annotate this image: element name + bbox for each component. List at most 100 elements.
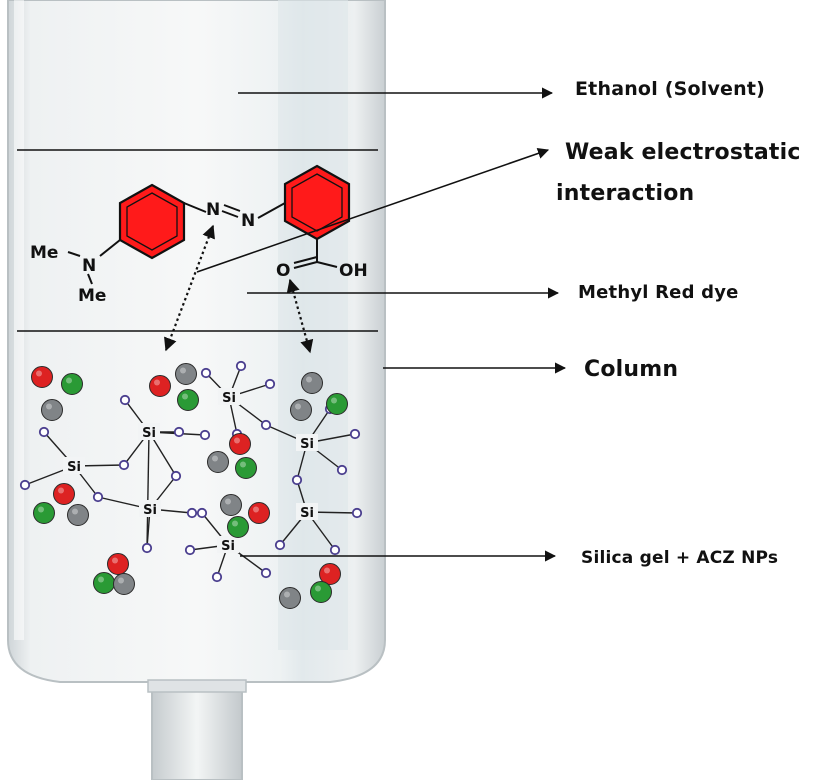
oxygen-atom xyxy=(170,470,182,482)
me-bottom-label: Me xyxy=(78,286,106,306)
methyl-red-label: Methyl Red dye xyxy=(578,282,739,303)
green-nanoparticle xyxy=(235,457,257,479)
oxygen-atom xyxy=(349,428,361,440)
red-nanoparticle xyxy=(248,502,270,524)
oxygen-atom xyxy=(173,426,185,438)
azo-n1-label: N xyxy=(206,200,220,220)
bond-amine-me-bottom xyxy=(87,273,93,285)
red-nanoparticle xyxy=(149,375,171,397)
bond-azo-ring xyxy=(257,202,286,219)
oxygen-atom xyxy=(19,479,31,491)
oxygen-atom xyxy=(274,539,286,551)
si-label-backdrop xyxy=(217,536,239,553)
oxygen-atom xyxy=(351,507,363,519)
red-nanoparticle xyxy=(107,553,129,575)
oxygen-atom xyxy=(200,367,212,379)
hydroxyl-label: OH xyxy=(339,261,368,281)
oxygen-atom xyxy=(235,360,247,372)
gray-nanoparticle xyxy=(175,363,197,385)
oxygen-atom xyxy=(329,544,341,556)
bond-azo-double-a xyxy=(223,204,241,212)
column-stem xyxy=(151,681,243,780)
nanoparticle-shine xyxy=(38,506,44,513)
nanoparticle-shine xyxy=(46,403,52,410)
bond-amine-me-top xyxy=(67,251,81,257)
oxygen-atom xyxy=(291,474,303,486)
weak-interaction-label-line2: interaction xyxy=(556,181,695,206)
si-o-bond xyxy=(146,431,150,549)
oxygen-atom xyxy=(260,419,272,431)
si-label-backdrop xyxy=(138,423,160,440)
si-label-backdrop xyxy=(218,388,240,405)
nanoparticle-shine xyxy=(232,520,238,527)
gray-nanoparticle xyxy=(220,494,242,516)
green-nanoparticle xyxy=(177,389,199,411)
acz-nanoparticles xyxy=(31,363,348,609)
nanoparticle-shine xyxy=(72,508,78,515)
column-highlight-left xyxy=(14,0,24,640)
green-nanoparticle xyxy=(310,581,332,603)
bond-carboxyl-oh xyxy=(316,261,338,268)
bond-ring-amine xyxy=(99,239,121,257)
azo-n2-label: N xyxy=(241,211,255,231)
red-nanoparticle xyxy=(229,433,251,455)
benzene-ring-left-inner xyxy=(126,192,178,251)
green-nanoparticle xyxy=(326,393,348,415)
green-nanoparticle xyxy=(61,373,83,395)
gray-nanoparticle xyxy=(290,399,312,421)
green-nanoparticle xyxy=(93,572,115,594)
gray-nanoparticle xyxy=(207,451,229,473)
silicon-atom: Si xyxy=(300,506,314,521)
silicon-atom: Si xyxy=(142,426,156,441)
callout-arrow-weak-interaction xyxy=(196,148,550,273)
oxygen-atom xyxy=(119,394,131,406)
silica-gel-label: Silica gel + ACZ NPs xyxy=(581,548,779,568)
nanoparticle-shine xyxy=(306,376,312,383)
interaction-arrow-carbonyl xyxy=(286,278,314,354)
oxygen-atom xyxy=(199,429,211,441)
column-label: Column xyxy=(584,357,679,382)
red-nanoparticle xyxy=(53,483,75,505)
nanoparticle-shine xyxy=(66,377,72,384)
red-nanoparticle xyxy=(31,366,53,388)
nanoparticle-shine xyxy=(58,487,64,494)
oxygen-atom xyxy=(184,544,196,556)
nanoparticle-shine xyxy=(284,591,290,598)
nanoparticle-shine xyxy=(240,461,246,468)
oxygen-atom xyxy=(260,567,272,579)
gray-nanoparticle xyxy=(67,504,89,526)
si-label-backdrop xyxy=(296,434,318,451)
oxygen-atom xyxy=(211,571,223,583)
gray-nanoparticle xyxy=(113,573,135,595)
nanoparticle-shine xyxy=(324,567,330,574)
amine-n-label: N xyxy=(82,256,96,276)
si-label-backdrop xyxy=(63,457,85,474)
red-nanoparticle xyxy=(319,563,341,585)
silicon-atom: Si xyxy=(67,460,81,475)
gray-nanoparticle xyxy=(41,399,63,421)
nanoparticle-shine xyxy=(98,576,104,583)
nanoparticle-shine xyxy=(212,455,218,462)
nanoparticle-shine xyxy=(234,437,240,444)
nanoparticle-shine xyxy=(225,498,231,505)
nanoparticle-shine xyxy=(180,367,186,374)
oxygen-atom xyxy=(118,459,130,471)
si-label-backdrop xyxy=(139,500,161,517)
bond-ring-azo xyxy=(183,202,207,213)
oxygen-atom xyxy=(186,507,198,519)
carbonyl-o-label: O xyxy=(276,261,290,281)
nanoparticle-shine xyxy=(118,577,124,584)
bond-carboxyl-o-a xyxy=(293,261,318,269)
column-stem-lip xyxy=(147,679,247,693)
nanoparticle-shine xyxy=(36,370,42,377)
nanoparticle-shine xyxy=(295,403,301,410)
oxygen-atom xyxy=(336,464,348,476)
oxygen-atom xyxy=(92,491,104,503)
me-top-label: Me xyxy=(30,243,58,263)
nanoparticle-shine xyxy=(154,379,160,386)
silicon-atom: Si xyxy=(221,539,235,554)
si-label-backdrop xyxy=(296,503,318,520)
ethanol-solvent-label: Ethanol (Solvent) xyxy=(575,78,766,100)
